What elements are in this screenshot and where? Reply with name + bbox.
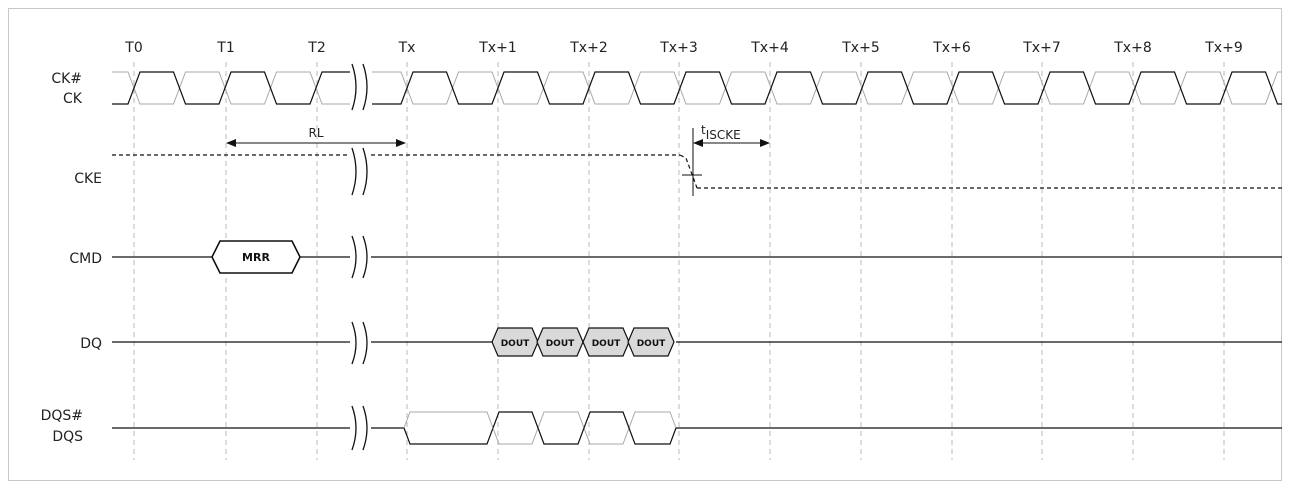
clock-tick-label: Tx+7 <box>1022 40 1060 56</box>
tiscke-label: tISCKE <box>701 123 741 142</box>
clock-tick-label: Tx+4 <box>750 40 789 56</box>
rl-annotation <box>226 139 406 147</box>
label-dqs: DQS <box>52 429 83 445</box>
clock-tick-label: Tx+3 <box>659 40 697 56</box>
dq-dout-label: DOUT <box>501 339 530 349</box>
dq-dout-label: DOUT <box>546 339 575 349</box>
cke-waveform <box>112 154 1282 189</box>
break-marker <box>351 147 357 196</box>
dq-dout-label: DOUT <box>637 339 666 349</box>
label-cke: CKE <box>74 171 102 187</box>
ck-waveform <box>112 71 1282 105</box>
rl-label: RL <box>308 126 323 140</box>
dq-bursts: DOUT DOUT DOUT DOUT <box>491 327 675 357</box>
clock-tick-label: Tx <box>398 40 416 56</box>
label-ck: CK <box>63 91 83 107</box>
clock-tick-label: T2 <box>307 40 325 56</box>
break-marker <box>362 235 368 279</box>
clock-tick-label: Tx+9 <box>1204 40 1242 56</box>
time-break-markers <box>351 63 368 451</box>
break-marker <box>351 235 357 279</box>
break-marker <box>362 405 368 451</box>
break-marker <box>362 147 368 196</box>
label-ck-n: CK# <box>51 71 82 87</box>
ck-n-waveform <box>112 71 1282 105</box>
tiscke-annotation <box>692 128 770 196</box>
dq-dout-label: DOUT <box>592 339 621 349</box>
label-dqs-n: DQS# <box>41 408 83 424</box>
clock-tick-label: Tx+8 <box>1113 40 1151 56</box>
break-marker <box>351 321 357 365</box>
label-dq: DQ <box>80 336 102 352</box>
break-marker <box>351 405 357 451</box>
clock-tick-label: Tx+2 <box>569 40 607 56</box>
cmd-mrr-label: MRR <box>242 251 270 264</box>
clock-tick-label: Tx+6 <box>932 40 971 56</box>
break-marker <box>362 63 368 111</box>
clock-tick-labels: T0 T1 T2 Tx Tx+1 Tx+2 Tx+3 Tx+4 Tx+5 Tx+6 Tx+7 Tx+8… <box>124 40 1242 56</box>
break-marker <box>362 321 368 365</box>
clock-tick-label: Tx+1 <box>478 40 516 56</box>
break-marker <box>351 63 357 111</box>
dq-dout-box <box>627 327 675 357</box>
dqs-waveform <box>112 411 1282 445</box>
clock-tick-label: T1 <box>216 40 234 56</box>
diagram-frame <box>8 8 1282 481</box>
cmd-waveform <box>112 240 1282 274</box>
clock-tick-label: T0 <box>124 40 142 56</box>
label-cmd: CMD <box>69 251 102 267</box>
gridlines <box>133 62 1225 460</box>
clock-tick-label: Tx+5 <box>841 40 879 56</box>
